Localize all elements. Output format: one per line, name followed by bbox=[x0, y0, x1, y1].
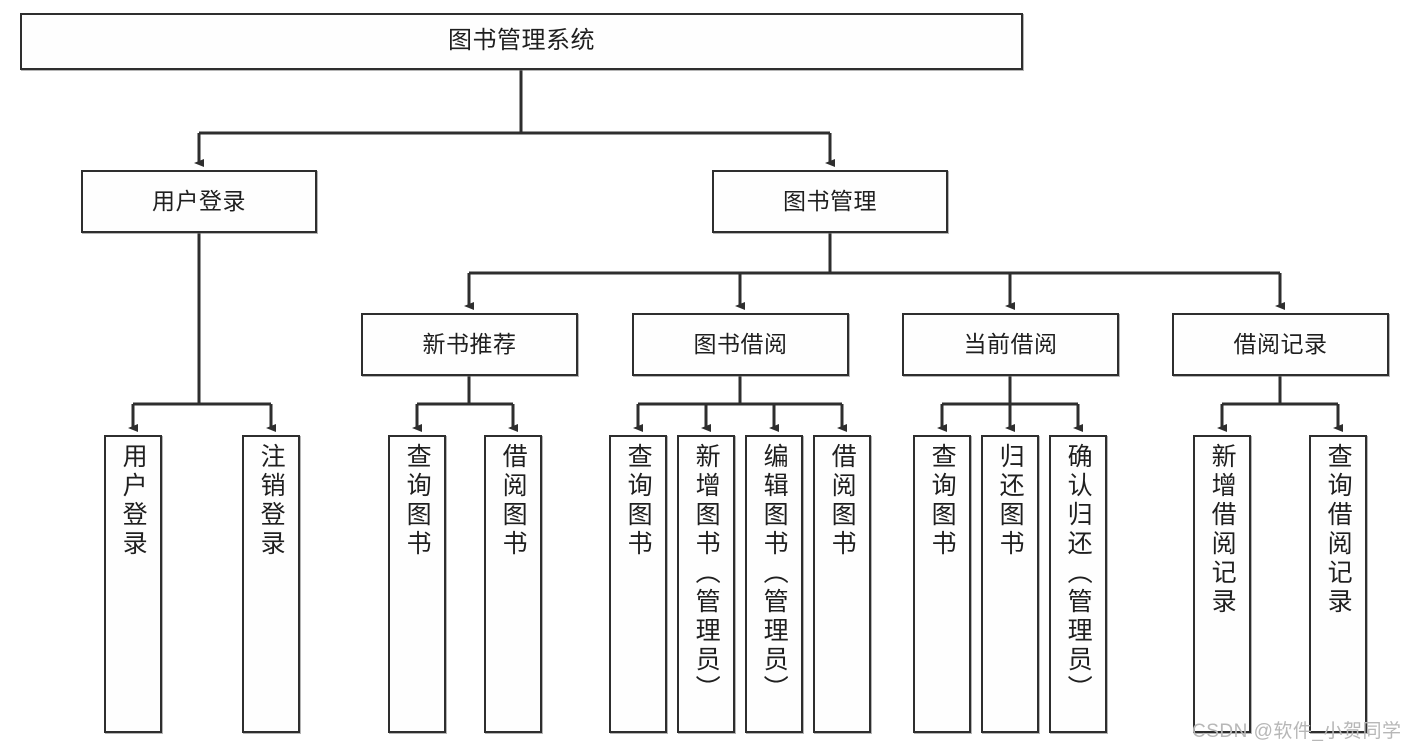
csdn-watermark: CSDN @软件_小贺同学 bbox=[1192, 721, 1402, 742]
node-label: 注销登录 bbox=[257, 443, 286, 559]
leaf-user-login[interactable]: 用户登录 bbox=[104, 435, 162, 733]
node-label: 新增借阅记录 bbox=[1208, 443, 1237, 617]
node-label: 当前借阅 bbox=[963, 330, 1058, 357]
node-label: 借阅记录 bbox=[1233, 330, 1328, 357]
leaf-edit-book-admin[interactable]: 编辑图书（管理员） bbox=[745, 435, 803, 733]
leaf-borrow-book-recommend[interactable]: 借阅图书 bbox=[484, 435, 542, 733]
node-label: 用户登录 bbox=[152, 187, 246, 214]
node-label: 图书借阅 bbox=[693, 330, 788, 357]
node-label: 借阅图书 bbox=[828, 443, 857, 559]
node-book-management[interactable]: 图书管理 bbox=[712, 170, 948, 233]
node-new-book-recommend[interactable]: 新书推荐 bbox=[361, 313, 578, 376]
node-label: 归还图书 bbox=[996, 443, 1025, 559]
node-label: 查询图书 bbox=[403, 443, 432, 559]
node-label: 编辑图书（管理员） bbox=[760, 443, 789, 704]
leaf-confirm-return-admin[interactable]: 确认归还（管理员） bbox=[1049, 435, 1107, 733]
node-label: 查询借阅记录 bbox=[1324, 443, 1353, 617]
node-label: 查询图书 bbox=[624, 443, 653, 559]
leaf-query-book-current[interactable]: 查询图书 bbox=[913, 435, 971, 733]
leaf-query-book-recommend[interactable]: 查询图书 bbox=[388, 435, 446, 733]
node-label: 新增图书（管理员） bbox=[692, 443, 721, 704]
node-root-system[interactable]: 图书管理系统 bbox=[20, 13, 1023, 70]
leaf-add-book-admin[interactable]: 新增图书（管理员） bbox=[677, 435, 735, 733]
leaf-query-borrow-record[interactable]: 查询借阅记录 bbox=[1309, 435, 1367, 733]
node-borrow-record[interactable]: 借阅记录 bbox=[1172, 313, 1389, 376]
node-current-borrow[interactable]: 当前借阅 bbox=[902, 313, 1119, 376]
node-label: 用户登录 bbox=[119, 443, 148, 559]
node-book-borrow[interactable]: 图书借阅 bbox=[632, 313, 849, 376]
node-label: 确认归还（管理员） bbox=[1064, 443, 1093, 704]
leaf-query-book-borrow[interactable]: 查询图书 bbox=[609, 435, 667, 733]
leaf-add-borrow-record[interactable]: 新增借阅记录 bbox=[1193, 435, 1251, 733]
node-label: 图书管理系统 bbox=[448, 27, 595, 55]
leaf-logout[interactable]: 注销登录 bbox=[242, 435, 300, 733]
node-label: 借阅图书 bbox=[499, 443, 528, 559]
node-label: 图书管理 bbox=[783, 187, 877, 214]
leaf-borrow-book[interactable]: 借阅图书 bbox=[813, 435, 871, 733]
node-label: 查询图书 bbox=[928, 443, 957, 559]
node-user-login[interactable]: 用户登录 bbox=[81, 170, 317, 233]
node-label: 新书推荐 bbox=[422, 330, 517, 357]
leaf-return-book[interactable]: 归还图书 bbox=[981, 435, 1039, 733]
